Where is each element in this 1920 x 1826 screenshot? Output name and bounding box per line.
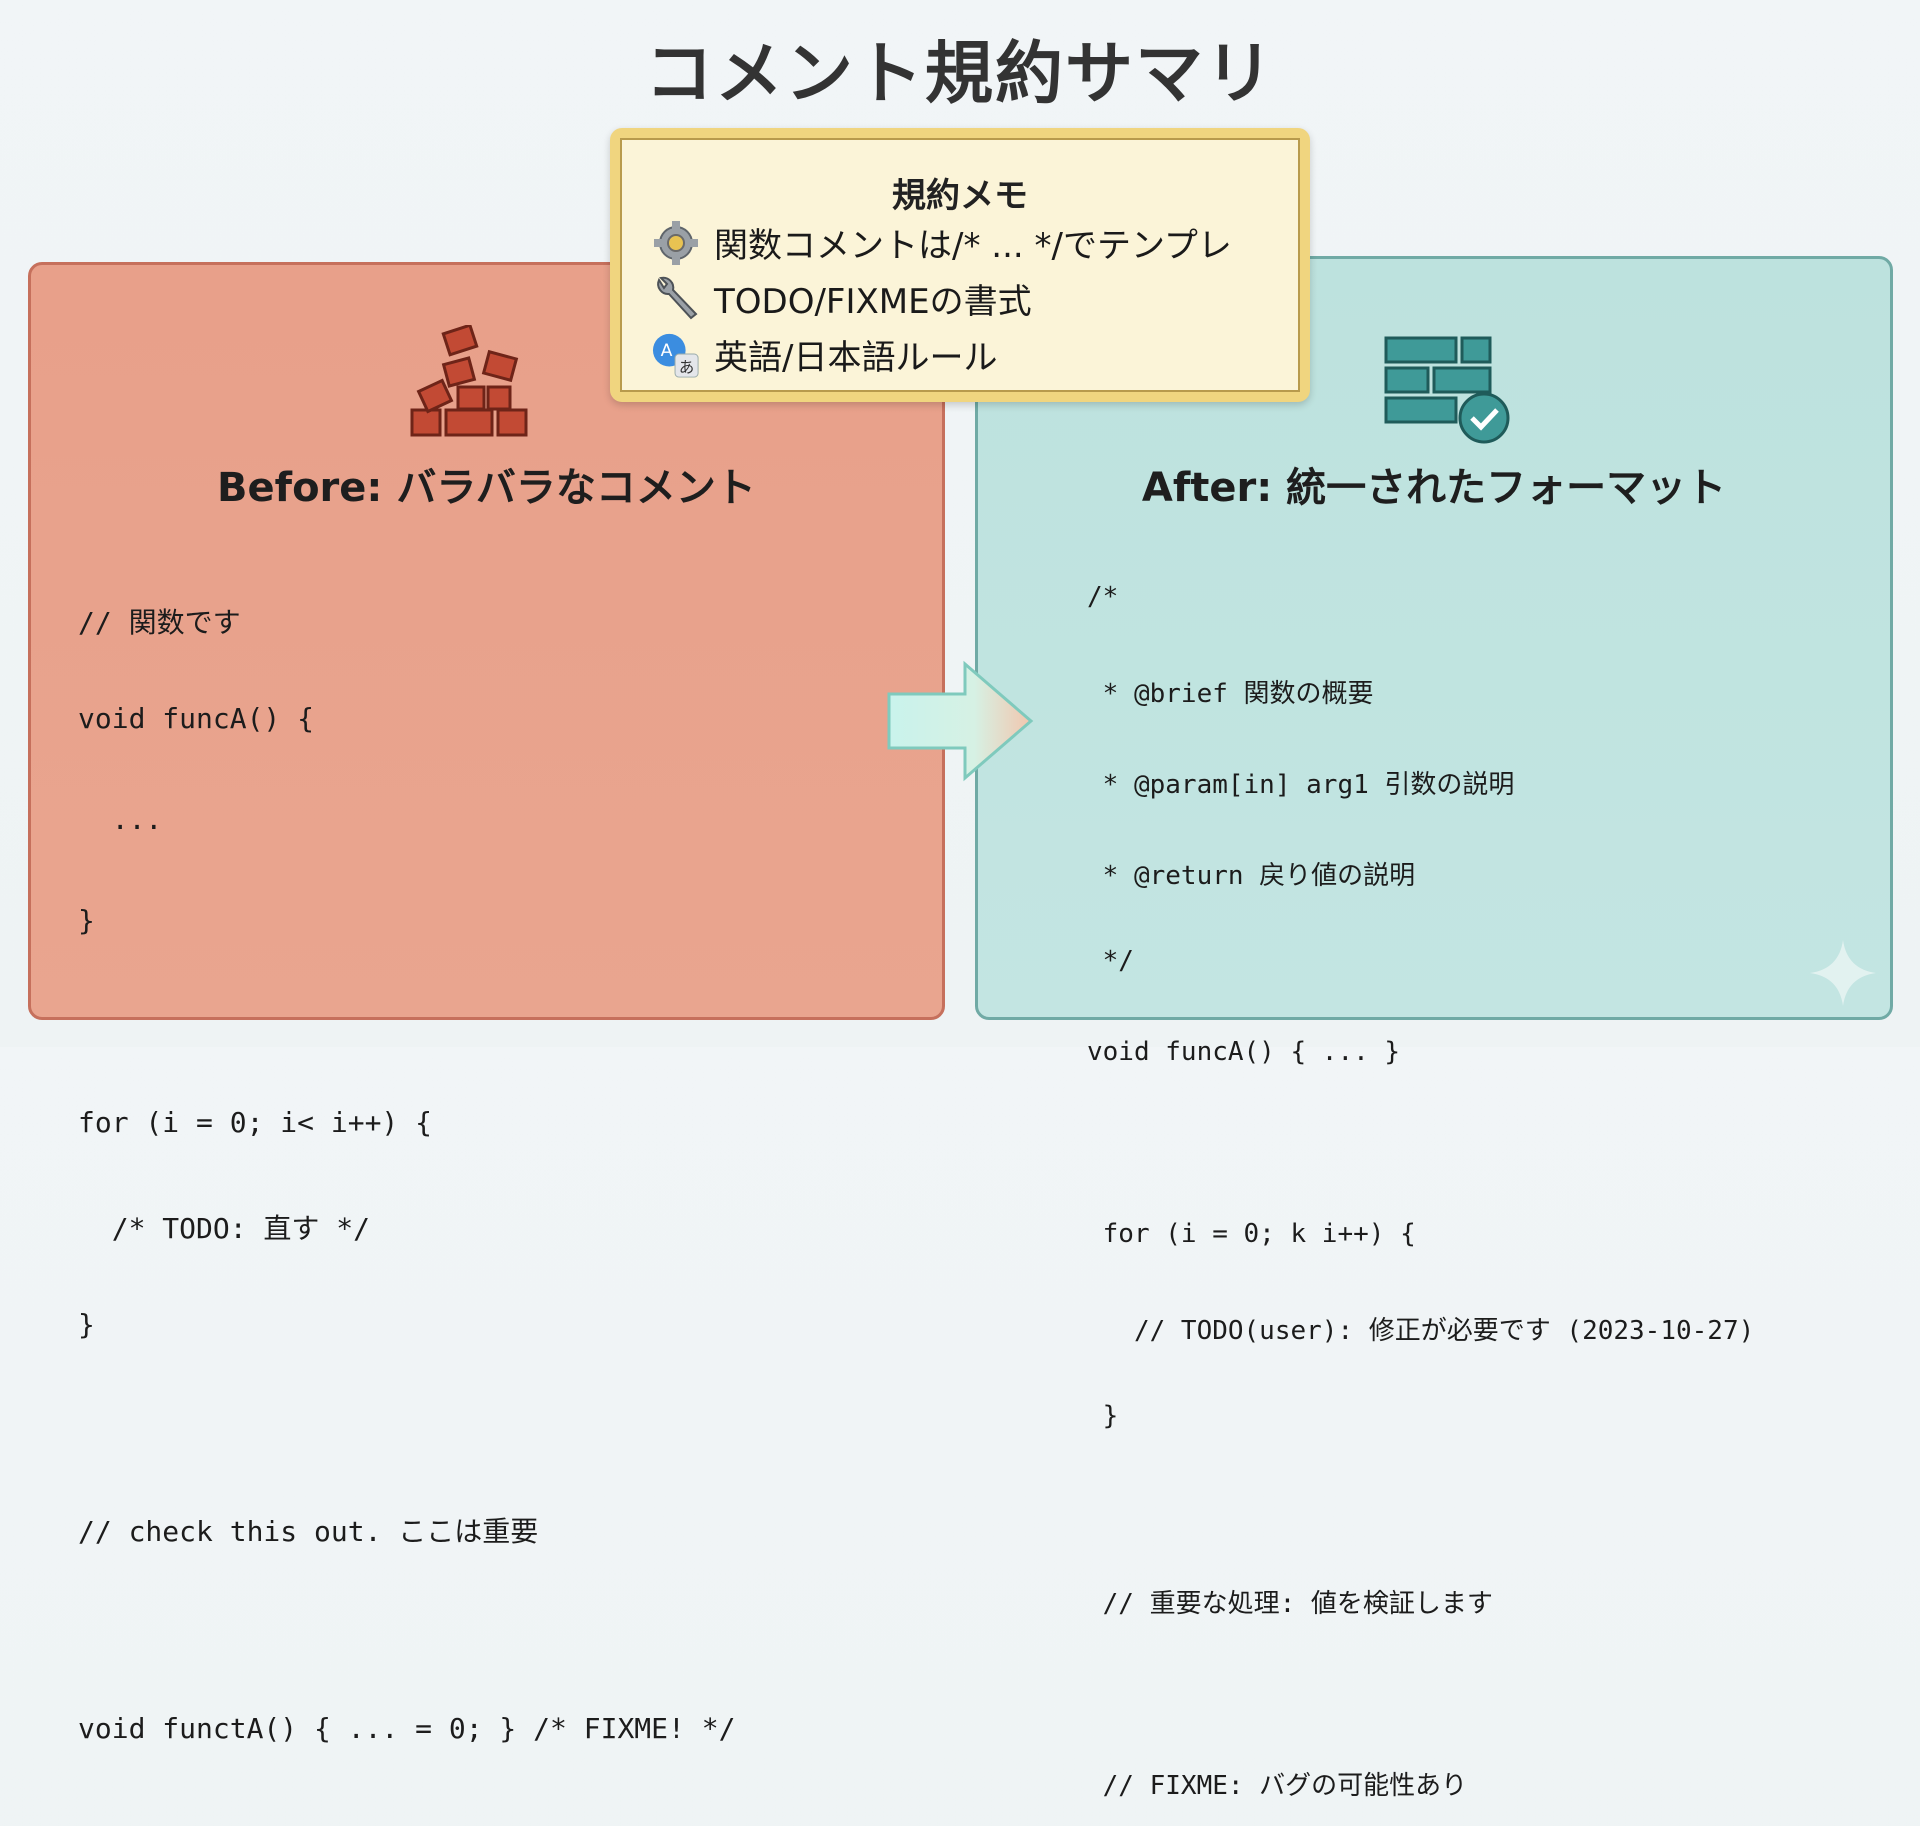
after-heading: After: 統一されたフォーマット <box>1141 465 1727 511</box>
gear-icon <box>652 219 700 267</box>
convention-memo: 規約メモ 関数コメントは/* ... */でテンプレ TODO/FIXMEの書式… <box>610 128 1310 402</box>
code-line <box>1087 1674 1754 1705</box>
code-line: } <box>78 1308 95 1341</box>
code-line: } <box>1087 1401 1119 1431</box>
code-line <box>78 1005 735 1040</box>
before-code-block: // 関数です void funcA() { ... } for (i = 0;… <box>78 535 735 1780</box>
code-line: // check this out. ここは重要 <box>78 1515 539 1548</box>
memo-title: 規約メモ <box>892 176 1028 216</box>
code-line <box>78 1409 735 1444</box>
memo-item: 関数コメントは/* ... */でテンプレ <box>652 218 1232 267</box>
code-line <box>78 1611 735 1646</box>
before-heading: Before: バラバラなコメント <box>217 465 756 511</box>
code-line: void funcA() { ... } <box>1087 1037 1401 1067</box>
after-code-block: /* * @brief 関数の概要 * @param[in] arg1 引数の説… <box>1087 522 1754 1826</box>
code-line: */ <box>1087 946 1134 976</box>
code-line: // 関数です <box>78 606 241 639</box>
code-line: for (i = 0; i< i++) { <box>78 1106 433 1139</box>
svg-text:A: A <box>661 340 673 360</box>
svg-text:あ: あ <box>679 358 694 376</box>
code-line: * @param[in] arg1 引数の説明 <box>1087 770 1515 800</box>
code-line: for (i = 0; k i++) { <box>1087 1219 1416 1249</box>
code-line: ... <box>78 803 163 836</box>
memo-item: TODO/FIXMEの書式 <box>652 274 1032 323</box>
code-line: } <box>78 904 95 937</box>
code-line: // 重要な処理: 値を検証します <box>1087 1589 1493 1619</box>
sparkle-icon <box>1808 938 1878 1012</box>
organized-bricks-check-icon <box>1384 334 1514 448</box>
code-line: // FIXME: バグの可能性あり <box>1087 1771 1468 1801</box>
code-line: * @brief 関数の概要 <box>1087 679 1374 709</box>
code-line <box>1087 1128 1754 1159</box>
memo-item-text: TODO/FIXMEの書式 <box>714 282 1032 322</box>
wrench-icon <box>652 275 700 323</box>
code-line: /* TODO: 直す */ <box>78 1212 371 1245</box>
scattered-bricks-icon <box>410 323 530 444</box>
code-line: void functA() { ... = 0; } /* FIXME! */ <box>78 1712 736 1745</box>
language-icon: A あ <box>652 331 700 379</box>
code-line: /* <box>1087 582 1119 612</box>
code-line: // TODO(user): 修正が必要です (2023-10-27) <box>1087 1316 1755 1346</box>
code-line: * @return 戻り値の説明 <box>1087 861 1416 891</box>
memo-item-text: 関数コメントは/* ... */でテンプレ <box>714 226 1232 266</box>
page-title: コメント規約サマリ <box>644 35 1275 114</box>
code-line <box>1087 1492 1754 1523</box>
memo-item-text: 英語/日本語ルール <box>714 338 998 378</box>
memo-item: A あ 英語/日本語ルール <box>652 330 997 379</box>
code-line: void funcA() { <box>78 702 315 735</box>
right-arrow-icon <box>885 660 1035 786</box>
